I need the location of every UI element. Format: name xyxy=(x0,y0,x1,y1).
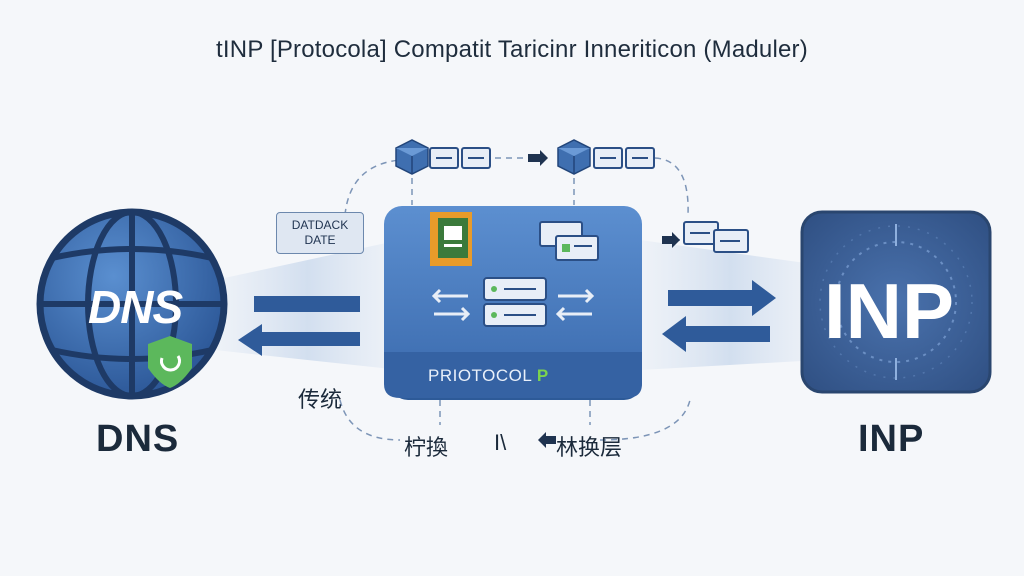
card-icon xyxy=(683,221,749,253)
dns-caption: DNS xyxy=(96,418,180,460)
protocol-label-text: PRIOTOCOL xyxy=(428,366,532,385)
server-icon xyxy=(483,277,547,327)
inp-tile-label: INP xyxy=(824,267,955,355)
arrow-left-icon xyxy=(538,432,556,448)
traditional-label: 传统 xyxy=(298,388,343,413)
diagram-title: tINP [Protocola] Compatit Taricinr Inner… xyxy=(216,36,808,63)
inp-caption: INP xyxy=(858,418,925,460)
data-badge: DATDACK DATE xyxy=(276,212,364,254)
inp-tile xyxy=(800,210,992,394)
card-icon xyxy=(593,147,655,169)
badge-line-2: DATE xyxy=(304,233,336,247)
shield-icon xyxy=(148,336,192,388)
arrow-right-icon xyxy=(528,150,680,248)
left-arrows xyxy=(238,296,360,356)
swap-arrows-icon xyxy=(431,288,595,322)
badge-line-1: DATDACK xyxy=(291,218,349,232)
protocol-label-suffix: P xyxy=(536,366,549,385)
card-icon xyxy=(429,147,491,169)
card-stack-icon xyxy=(539,221,599,261)
right-arrows xyxy=(662,280,776,352)
middle-mark-label: I\ xyxy=(494,430,507,455)
protocol-label: PRIOTOCOL P xyxy=(428,366,549,386)
convert-right-label: 林换层 xyxy=(556,436,623,461)
globe-label: DNS xyxy=(88,281,183,333)
cube-icon xyxy=(557,139,591,175)
document-icon xyxy=(430,212,472,266)
convert-left-label: 柠換 xyxy=(404,436,449,461)
cube-icon xyxy=(395,139,429,175)
